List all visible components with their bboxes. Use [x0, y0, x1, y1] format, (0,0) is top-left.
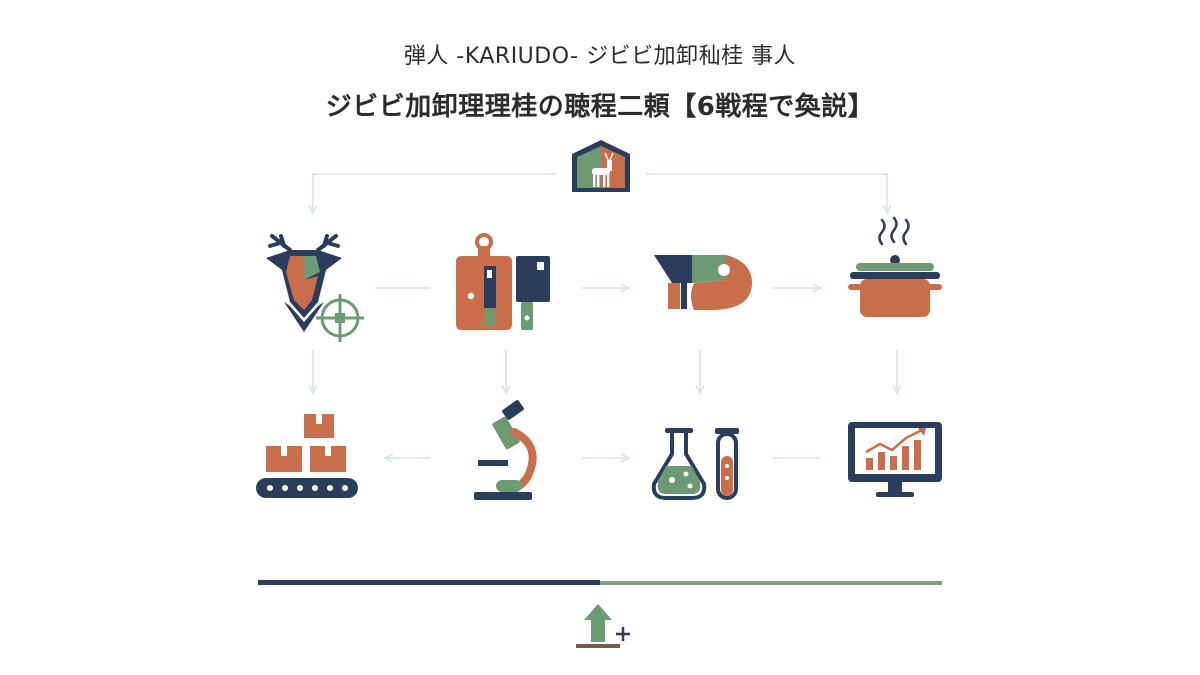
page-title: ジビビ加卸理理桂の聴程二頼【6戦程で奐説】 — [325, 92, 875, 122]
house-deer-icon — [572, 140, 630, 192]
monitor-chart-icon — [848, 422, 942, 497]
deer-target-icon — [266, 234, 364, 342]
upload-add-icon — [576, 604, 630, 648]
connectors — [313, 173, 897, 458]
microscope-icon — [474, 400, 537, 500]
meat-cut-icon — [654, 255, 752, 310]
test-tubes-icon — [651, 428, 739, 500]
progress-bar-navy — [258, 580, 600, 585]
page-subtitle: 弾人 -KARIUDO- ジビビ加卸秈桂 事人 — [403, 44, 797, 69]
connector-top-left — [313, 173, 556, 212]
connector-top-right — [646, 173, 887, 212]
cutting-board-cleaver-icon — [456, 233, 550, 330]
conveyor-boxes-icon — [256, 414, 358, 498]
progress-bar-green — [600, 581, 942, 585]
cooking-pot-icon — [848, 216, 942, 317]
